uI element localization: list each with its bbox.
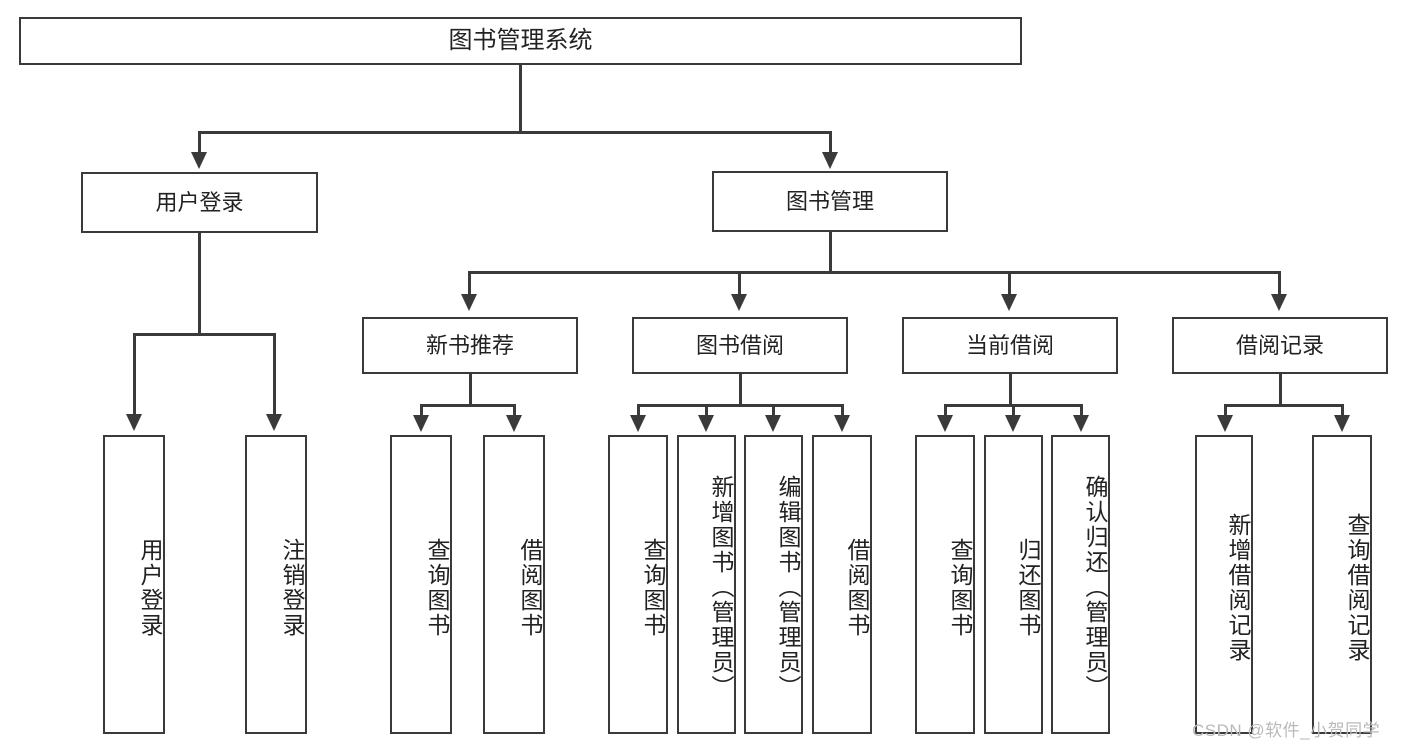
node-label: 确认归还（管理员） xyxy=(1082,475,1108,700)
node-label: 新增图书（管理员） xyxy=(708,475,734,700)
arrow-leaf-query-book-2 xyxy=(630,415,646,432)
node-label: 当前借阅 xyxy=(965,332,1054,358)
connector-newbook-stem xyxy=(469,374,472,406)
arrow-leaf-add-book xyxy=(698,415,714,432)
connector-currentborrow-stem xyxy=(1009,374,1012,406)
node-label: 借阅记录 xyxy=(1235,332,1324,358)
connector-newbook-drop-2 xyxy=(513,404,516,416)
leaf-borrow-book[interactable]: 借阅图书 xyxy=(812,435,872,734)
leaf-edit-book-admin[interactable]: 编辑图书（管理员） xyxy=(744,435,803,734)
node-label: 图书管理 xyxy=(785,188,874,214)
node-root-system[interactable]: 图书管理系统 xyxy=(19,17,1022,65)
leaf-return-book[interactable]: 归还图书 xyxy=(984,435,1043,734)
arrow-leaf-query-book-3 xyxy=(937,415,953,432)
connector-userlogin-stem xyxy=(198,233,201,334)
arrow-leaf-edit-book xyxy=(765,415,781,432)
node-borrow-record[interactable]: 借阅记录 xyxy=(1172,317,1388,374)
csdn-watermark: CSDN @软件_小贺同学 xyxy=(1192,721,1381,740)
arrow-to-user-login xyxy=(191,152,207,169)
node-label: 注销登录 xyxy=(279,537,305,638)
connector-bookmgmt-drop-2 xyxy=(738,271,741,296)
arrow-to-borrow-record xyxy=(1271,294,1287,311)
leaf-add-book-admin[interactable]: 新增图书（管理员） xyxy=(677,435,736,734)
connector-bookmgmt-drop-1 xyxy=(468,271,471,296)
connector-currentborrow-drop-2 xyxy=(1012,404,1015,416)
node-label: 新增借阅记录 xyxy=(1225,512,1251,663)
arrow-leaf-return-book xyxy=(1005,415,1021,432)
node-label: 归还图书 xyxy=(1015,537,1041,638)
arrow-leaf-add-record xyxy=(1217,415,1233,432)
arrow-leaf-logout xyxy=(266,414,282,431)
node-label: 图书管理系统 xyxy=(448,26,593,54)
arrow-leaf-confirm-return xyxy=(1073,415,1089,432)
node-label: 用户登录 xyxy=(137,537,163,638)
leaf-query-book-current[interactable]: 查询图书 xyxy=(915,435,975,734)
arrow-leaf-borrow-book-1 xyxy=(506,415,522,432)
connector-borrowrecord-drop-2 xyxy=(1341,404,1344,416)
leaf-logout[interactable]: 注销登录 xyxy=(245,435,307,734)
arrow-leaf-query-record xyxy=(1334,415,1350,432)
arrow-to-new-book-rec xyxy=(461,294,477,311)
leaf-confirm-return-admin[interactable]: 确认归还（管理员） xyxy=(1051,435,1110,734)
leaf-query-book-borrow[interactable]: 查询图书 xyxy=(608,435,668,734)
node-label: 查询图书 xyxy=(640,537,666,638)
connector-bookborrow-drop-1 xyxy=(637,404,640,416)
connector-to-user-login xyxy=(198,131,201,155)
leaf-query-borrow-record[interactable]: 查询借阅记录 xyxy=(1312,435,1372,734)
leaf-add-borrow-record[interactable]: 新增借阅记录 xyxy=(1195,435,1253,734)
node-label: 查询图书 xyxy=(947,537,973,638)
connector-bookborrow-bus xyxy=(637,404,842,407)
connector-to-book-mgmt xyxy=(829,131,832,155)
connector-bookborrow-stem xyxy=(739,374,742,406)
connector-borrowrecord-bus xyxy=(1224,404,1343,407)
node-current-borrow[interactable]: 当前借阅 xyxy=(902,317,1118,374)
arrow-leaf-user-login xyxy=(126,414,142,431)
connector-bookmgmt-drop-3 xyxy=(1008,271,1011,296)
leaf-borrow-book-newbook[interactable]: 借阅图书 xyxy=(483,435,545,734)
connector-bookmgmt-drop-4 xyxy=(1278,271,1281,296)
connector-newbook-drop-1 xyxy=(420,404,423,416)
arrow-to-current-borrow xyxy=(1001,294,1017,311)
node-label: 图书借阅 xyxy=(695,332,784,358)
arrow-leaf-borrow-book-2 xyxy=(834,415,850,432)
connector-currentborrow-drop-3 xyxy=(1080,404,1083,416)
arrow-leaf-query-book-1 xyxy=(413,415,429,432)
connector-userlogin-bus xyxy=(133,333,275,336)
connector-borrowrecord-stem xyxy=(1279,374,1282,406)
connector-borrowrecord-drop-1 xyxy=(1224,404,1227,416)
connector-root-stem xyxy=(519,65,522,132)
node-user-login[interactable]: 用户登录 xyxy=(81,172,318,233)
connector-userlogin-drop-1 xyxy=(133,333,136,415)
node-label: 用户登录 xyxy=(155,189,244,215)
connector-currentborrow-drop-1 xyxy=(944,404,947,416)
node-label: 借阅图书 xyxy=(517,537,543,638)
connector-bookmgmt-bus xyxy=(468,271,1280,274)
node-label: 查询图书 xyxy=(424,537,450,638)
connector-root-bus xyxy=(198,131,831,134)
connector-bookborrow-drop-2 xyxy=(705,404,708,416)
arrow-to-book-borrow xyxy=(731,294,747,311)
node-label: 借阅图书 xyxy=(844,537,870,638)
connector-userlogin-drop-2 xyxy=(273,333,276,415)
node-book-borrow[interactable]: 图书借阅 xyxy=(632,317,848,374)
connector-bookmgmt-stem xyxy=(829,232,832,273)
node-new-book-recommend[interactable]: 新书推荐 xyxy=(362,317,578,374)
leaf-query-book-newbook[interactable]: 查询图书 xyxy=(390,435,452,734)
connector-bookborrow-drop-3 xyxy=(772,404,775,416)
connector-newbook-bus xyxy=(420,404,516,407)
node-label: 新书推荐 xyxy=(425,332,514,358)
leaf-user-login[interactable]: 用户登录 xyxy=(103,435,165,734)
node-label: 查询借阅记录 xyxy=(1344,512,1370,663)
arrow-to-book-mgmt xyxy=(822,152,838,169)
node-book-management[interactable]: 图书管理 xyxy=(712,171,948,232)
connector-bookborrow-drop-4 xyxy=(841,404,844,416)
node-label: 编辑图书（管理员） xyxy=(775,475,801,700)
